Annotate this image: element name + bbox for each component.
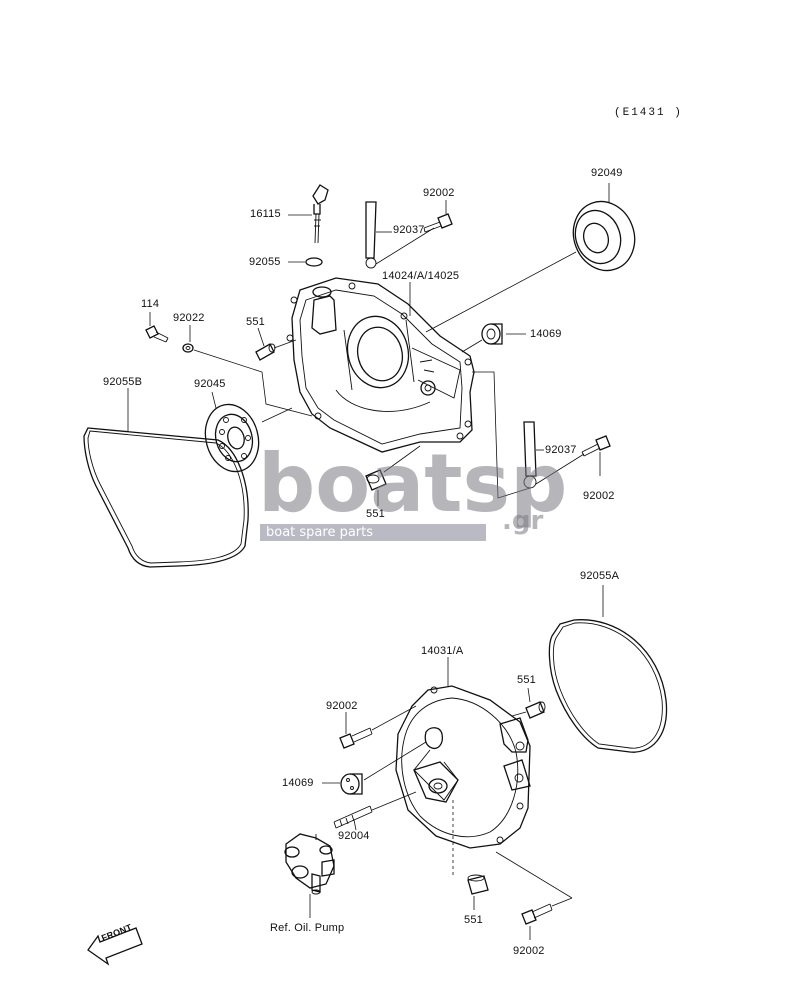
label-92037: 92037 — [545, 444, 577, 456]
cover-14024 — [286, 277, 475, 453]
clamp-92037-lower — [472, 371, 585, 499]
clamp-92037-upper — [365, 201, 435, 269]
front-arrow-icon — [87, 927, 143, 966]
label-14069: 14069 — [282, 777, 314, 789]
dowel-551-upper — [255, 327, 276, 361]
label-14024: 14024/A/14025 — [382, 270, 460, 282]
oil-pump-illustration — [284, 833, 335, 918]
label-14069: 14069 — [530, 328, 562, 340]
stud-92004 — [333, 805, 373, 831]
dowel-551-lower-right — [525, 687, 546, 719]
label-114: 114 — [141, 298, 160, 310]
label-551: 551 — [366, 508, 385, 520]
dowel-551-bottom — [467, 874, 489, 910]
label-92055b: 92055B — [103, 376, 143, 388]
label-16115: 16115 — [250, 208, 281, 220]
label-ref-oil-pump: Ref. Oil. Pump — [270, 922, 345, 934]
label-92002: 92002 — [513, 945, 545, 957]
label-92002: 92002 — [423, 187, 455, 199]
label-92055: 92055 — [249, 256, 281, 268]
bushing-14069-lower — [322, 773, 363, 795]
label-551: 551 — [464, 914, 483, 926]
washer-92022 — [182, 325, 194, 353]
bolt-92002-bottom — [521, 903, 553, 940]
dowel-551-middle — [365, 469, 387, 506]
bolt-92002-lower-left — [339, 712, 373, 749]
label-92004: 92004 — [338, 830, 370, 842]
label-92037: 92037 — [393, 224, 425, 236]
label-92049: 92049 — [591, 167, 623, 179]
filler-cap-16115 — [312, 184, 329, 244]
o-ring-92055 — [305, 257, 323, 267]
bolt-92002-upper — [423, 200, 453, 233]
label-92002: 92002 — [326, 700, 358, 712]
watermark-logo: boatsp — [258, 437, 568, 530]
diagram-code: (E1431 ) — [614, 107, 683, 119]
bushing-14069-upper — [481, 323, 526, 345]
gasket-92055a — [548, 619, 668, 753]
bolt-92002-right — [581, 435, 611, 476]
label-92055a: 92055A — [580, 570, 620, 582]
label-551: 551 — [517, 674, 536, 686]
bearing-92045 — [204, 391, 260, 473]
cover-14031 — [395, 685, 531, 849]
label-92002: 92002 — [583, 490, 615, 502]
watermark-domain: .gr — [502, 506, 544, 536]
seal-92049 — [572, 183, 636, 272]
label-551: 551 — [246, 316, 265, 328]
label-14031: 14031/A — [421, 645, 464, 657]
gasket-92055b — [83, 427, 249, 568]
watermark-tagline: boat spare parts — [260, 524, 486, 541]
label-92022: 92022 — [173, 312, 205, 324]
bolt-114 — [145, 312, 169, 343]
label-92045: 92045 — [194, 378, 226, 390]
